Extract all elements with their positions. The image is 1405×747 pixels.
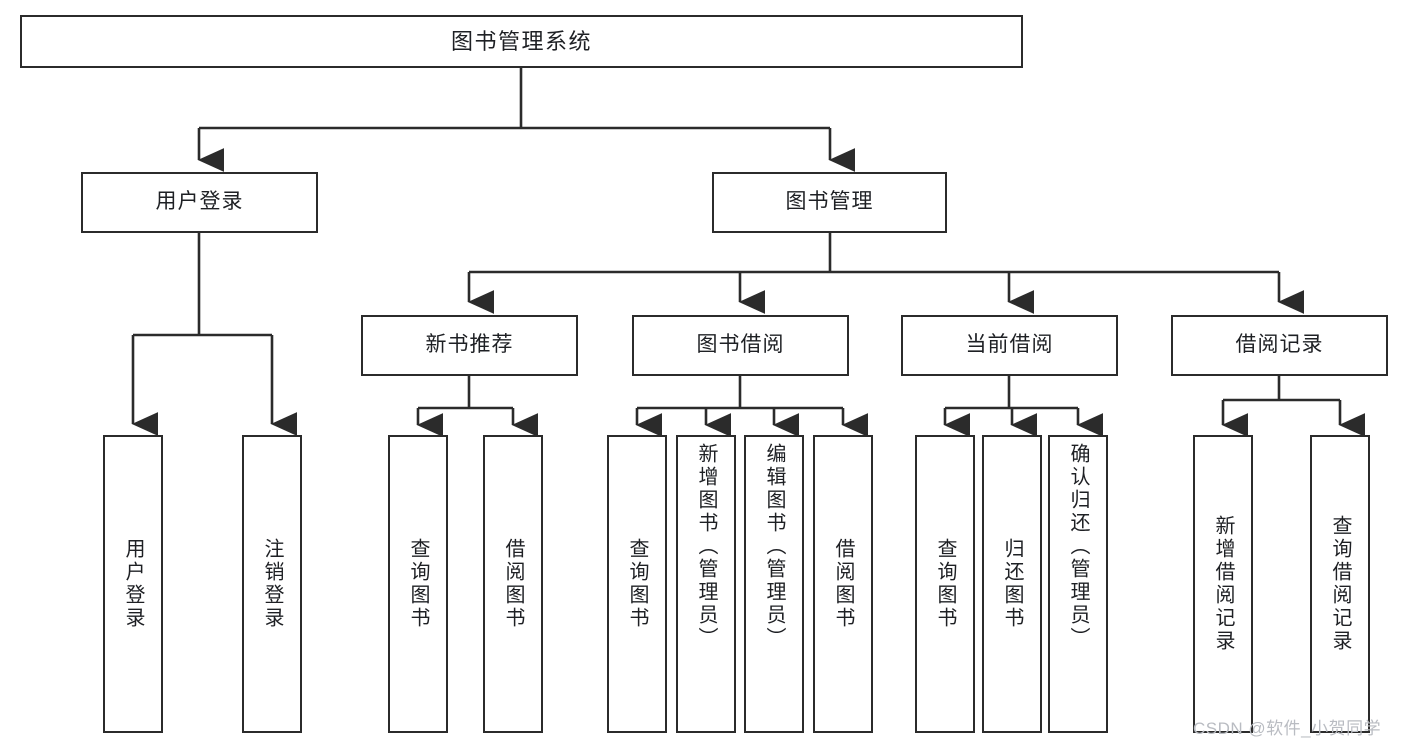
node-leaf-add-book-admin-label: 新增图书（管理员） (695, 443, 717, 650)
node-leaf-borrow-book-1-label: 借阅图书 (502, 538, 524, 630)
node-leaf-logout-login[interactable]: 注销登录 (242, 435, 302, 733)
node-leaf-edit-book-admin-label: 编辑图书（管理员） (763, 443, 785, 650)
node-leaf-query-book-3-label: 查询图书 (934, 538, 956, 630)
node-leaf-add-book-admin[interactable]: 新增图书（管理员） (676, 435, 736, 733)
node-current-borrow[interactable]: 当前借阅 (901, 315, 1118, 376)
node-new-book-recommend-label: 新书推荐 (425, 333, 514, 357)
node-leaf-query-borrow-record-label: 查询借阅记录 (1329, 515, 1351, 653)
node-leaf-user-login[interactable]: 用户登录 (103, 435, 163, 733)
node-book-management-label: 图书管理 (785, 190, 874, 214)
node-root[interactable]: 图书管理系统 (20, 15, 1023, 68)
node-leaf-confirm-return-admin-label: 确认归还（管理员） (1067, 443, 1089, 650)
node-leaf-borrow-book-2[interactable]: 借阅图书 (813, 435, 873, 733)
node-leaf-return-book-label: 归还图书 (1001, 538, 1023, 630)
node-user-login-label: 用户登录 (155, 190, 244, 214)
node-leaf-return-book[interactable]: 归还图书 (982, 435, 1042, 733)
node-new-book-recommend[interactable]: 新书推荐 (361, 315, 578, 376)
node-leaf-query-book-1-label: 查询图书 (407, 538, 429, 630)
node-book-management[interactable]: 图书管理 (712, 172, 947, 233)
node-leaf-query-book-2[interactable]: 查询图书 (607, 435, 667, 733)
node-leaf-query-book-1[interactable]: 查询图书 (388, 435, 448, 733)
node-leaf-edit-book-admin[interactable]: 编辑图书（管理员） (744, 435, 804, 733)
node-borrow-record-label: 借阅记录 (1235, 333, 1324, 357)
node-leaf-confirm-return-admin[interactable]: 确认归还（管理员） (1048, 435, 1108, 733)
node-leaf-add-borrow-record[interactable]: 新增借阅记录 (1193, 435, 1253, 733)
node-leaf-borrow-book-1[interactable]: 借阅图书 (483, 435, 543, 733)
node-leaf-query-book-2-label: 查询图书 (626, 538, 648, 630)
node-leaf-add-borrow-record-label: 新增借阅记录 (1212, 515, 1234, 653)
node-leaf-user-login-label: 用户登录 (122, 538, 144, 630)
node-user-login[interactable]: 用户登录 (81, 172, 318, 233)
node-borrow-record[interactable]: 借阅记录 (1171, 315, 1388, 376)
node-root-label: 图书管理系统 (450, 28, 592, 54)
node-leaf-query-borrow-record[interactable]: 查询借阅记录 (1310, 435, 1370, 733)
node-leaf-query-book-3[interactable]: 查询图书 (915, 435, 975, 733)
node-book-borrow-label: 图书借阅 (696, 333, 785, 357)
node-leaf-logout-login-label: 注销登录 (261, 538, 283, 630)
node-book-borrow[interactable]: 图书借阅 (632, 315, 849, 376)
node-leaf-borrow-book-2-label: 借阅图书 (832, 538, 854, 630)
node-current-borrow-label: 当前借阅 (965, 333, 1054, 357)
watermark: CSDN @软件_小贺同学 (1193, 719, 1382, 738)
